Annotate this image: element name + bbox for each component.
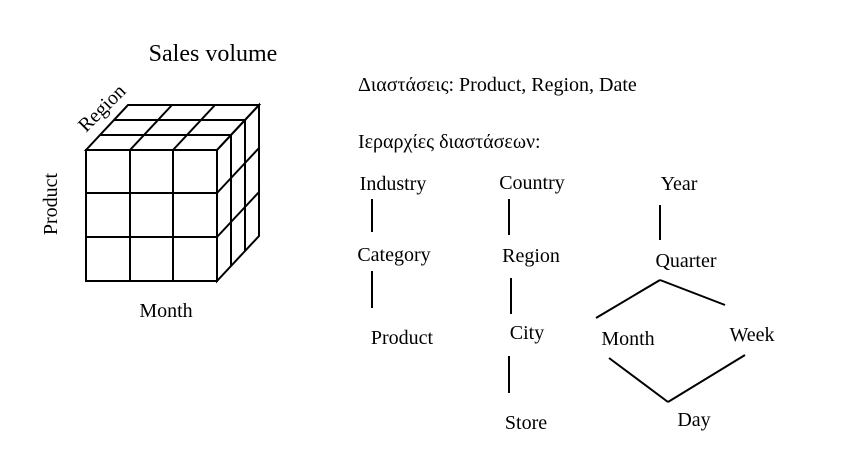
edge-month-day — [608, 357, 669, 403]
cube-axis-region: Region — [74, 80, 130, 136]
node-region: Region — [502, 245, 560, 267]
time-hierarchy: Year Quarter Month Week Day — [595, 173, 775, 431]
cube-axis-month: Month — [139, 300, 192, 322]
node-industry: Industry — [360, 173, 427, 195]
edge-quarter-month — [595, 279, 661, 319]
node-week: Week — [729, 324, 774, 346]
node-city: City — [510, 322, 544, 344]
node-category: Category — [357, 244, 430, 266]
product-hierarchy: Industry Category Product — [357, 173, 433, 349]
cube-title: Sales volume — [149, 41, 278, 67]
data-cube — [83, 102, 262, 284]
hierarchies-heading: Ιεραρχίες διαστάσεων: — [358, 131, 541, 153]
edge-week-day — [667, 354, 746, 403]
node-country: Country — [499, 172, 565, 194]
node-year: Year — [661, 173, 698, 195]
cube-front-face — [85, 149, 218, 282]
node-store: Store — [505, 412, 547, 434]
node-day: Day — [677, 409, 710, 431]
dimensions-line: Διαστάσεις: Product, Region, Date — [358, 74, 637, 96]
edge-quarter-week — [659, 279, 726, 306]
location-hierarchy: Country Region City Store — [499, 172, 565, 434]
cube-right-face — [216, 102, 260, 284]
node-month: Month — [601, 328, 654, 350]
cube-axis-product: Product — [40, 172, 62, 235]
node-product: Product — [371, 327, 434, 349]
node-quarter: Quarter — [655, 250, 716, 272]
